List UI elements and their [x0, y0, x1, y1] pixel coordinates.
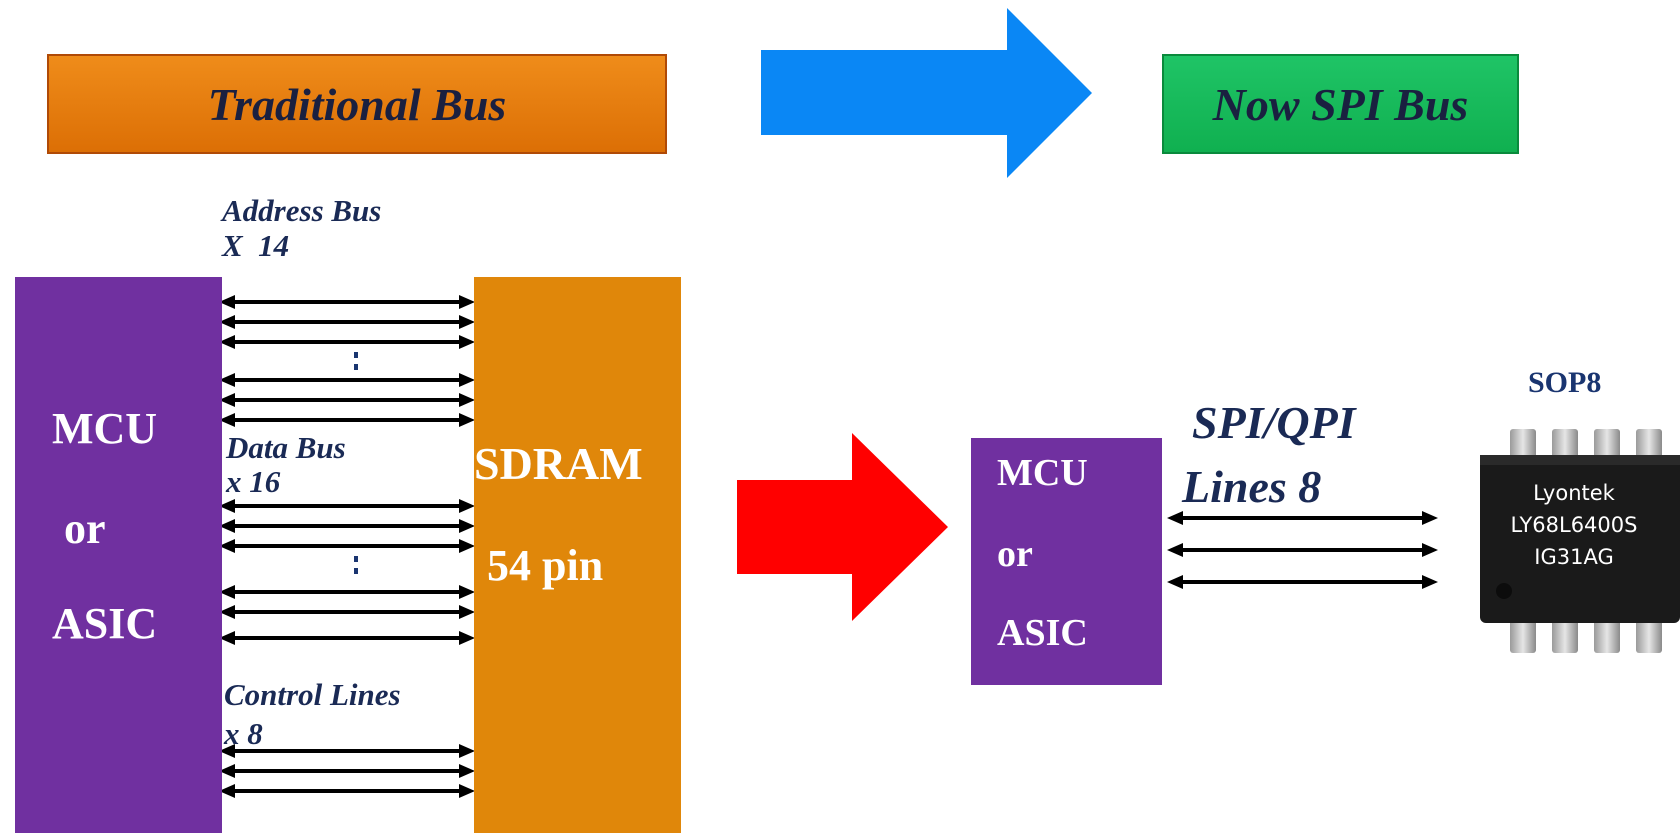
spi-bus-title: Now SPI Bus	[1212, 78, 1469, 130]
traditional-mcu-label: MCU	[52, 404, 158, 453]
chip-pin	[1636, 429, 1662, 463]
spi-line	[1167, 543, 1438, 557]
address-bus-count: X 14	[222, 228, 290, 263]
address-bus-line	[219, 413, 475, 427]
data-bus-line	[219, 605, 475, 619]
spi-line	[1167, 511, 1438, 525]
spi-lines-count: Lines 8	[1182, 461, 1322, 512]
control-line	[219, 744, 475, 758]
chip-pin	[1594, 429, 1620, 463]
spi-or-label: or	[997, 533, 1033, 575]
traditional-bus-banner: Traditional Bus	[47, 54, 667, 154]
sdram-block	[474, 277, 681, 833]
control-lines-count: x 8	[224, 716, 263, 751]
data-bus-count: x 16	[226, 464, 281, 499]
traditional-mcu-block	[15, 277, 222, 833]
data-bus-line	[219, 631, 475, 645]
data-bus-label: Data Bus	[226, 430, 346, 465]
address-bus-line	[219, 315, 475, 329]
control-lines-label: Control Lines	[224, 677, 401, 712]
address-bus-line	[219, 393, 475, 407]
data-bus-line	[219, 585, 475, 599]
chip-marking-2: LY68L6400S	[1510, 513, 1638, 537]
sdram-title: SDRAM	[474, 438, 643, 489]
address-bus-line	[219, 335, 475, 349]
spi-mcu-label: MCU	[997, 452, 1088, 494]
chip-body	[1480, 455, 1680, 623]
spi-qpi-label: SPI/QPI	[1192, 397, 1356, 448]
traditional-asic-label: ASIC	[52, 599, 158, 648]
spi-asic-label: ASIC	[997, 612, 1088, 654]
address-bus-line	[219, 295, 475, 309]
red-right-arrow-icon	[737, 433, 948, 621]
data-bus-ellipsis	[354, 556, 358, 562]
data-bus-ellipsis	[354, 568, 358, 574]
sdram-pin-count: 54 pin	[487, 541, 604, 590]
chip-pin1-dot	[1496, 583, 1512, 599]
spi-mcu-block	[971, 438, 1162, 685]
chip-marking-3: IG31AG	[1534, 545, 1614, 569]
chip-marking-1: Lyontek	[1533, 481, 1615, 505]
address-bus-ellipsis	[354, 364, 358, 370]
spi-bus-banner: Now SPI Bus	[1162, 54, 1519, 154]
chip-icon: Lyontek LY68L6400S IG31AG	[1462, 425, 1680, 660]
spi-line	[1167, 575, 1438, 589]
blue-right-arrow-icon	[761, 8, 1092, 178]
address-bus-label: Address Bus	[222, 193, 382, 228]
data-bus-line	[219, 499, 475, 513]
control-line	[219, 784, 475, 798]
traditional-bus-title: Traditional Bus	[207, 78, 507, 130]
sop8-package-label: SOP8	[1528, 366, 1602, 399]
data-bus-line	[219, 519, 475, 533]
address-bus-ellipsis	[354, 352, 358, 358]
chip-pin	[1552, 429, 1578, 463]
address-bus-line	[219, 373, 475, 387]
traditional-or-label: or	[64, 504, 106, 553]
control-line	[219, 764, 475, 778]
data-bus-line	[219, 539, 475, 553]
chip-pin	[1510, 429, 1536, 463]
